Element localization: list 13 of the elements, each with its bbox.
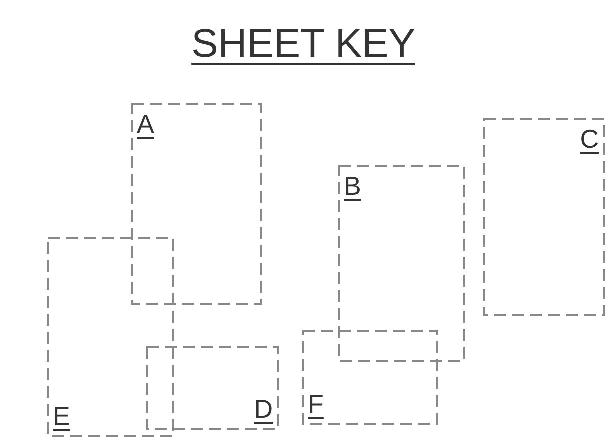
sheet-letter: F	[308, 389, 324, 419]
sheet-area-outline	[47, 237, 174, 437]
sheet-title: SHEET KEY	[192, 22, 416, 66]
sheet-letter: E	[53, 401, 70, 431]
sheet-letter: B	[344, 171, 362, 201]
sheet-area-outline	[483, 118, 605, 316]
sheet-area-outline	[146, 346, 279, 430]
sheet-letter: A	[137, 109, 154, 139]
sheet-area-outline	[302, 330, 438, 425]
sheet-area-outline	[338, 165, 465, 362]
sheet-letter: C	[580, 124, 599, 154]
sheet-area-outline	[131, 103, 262, 305]
sheet-letter: D	[254, 394, 273, 424]
